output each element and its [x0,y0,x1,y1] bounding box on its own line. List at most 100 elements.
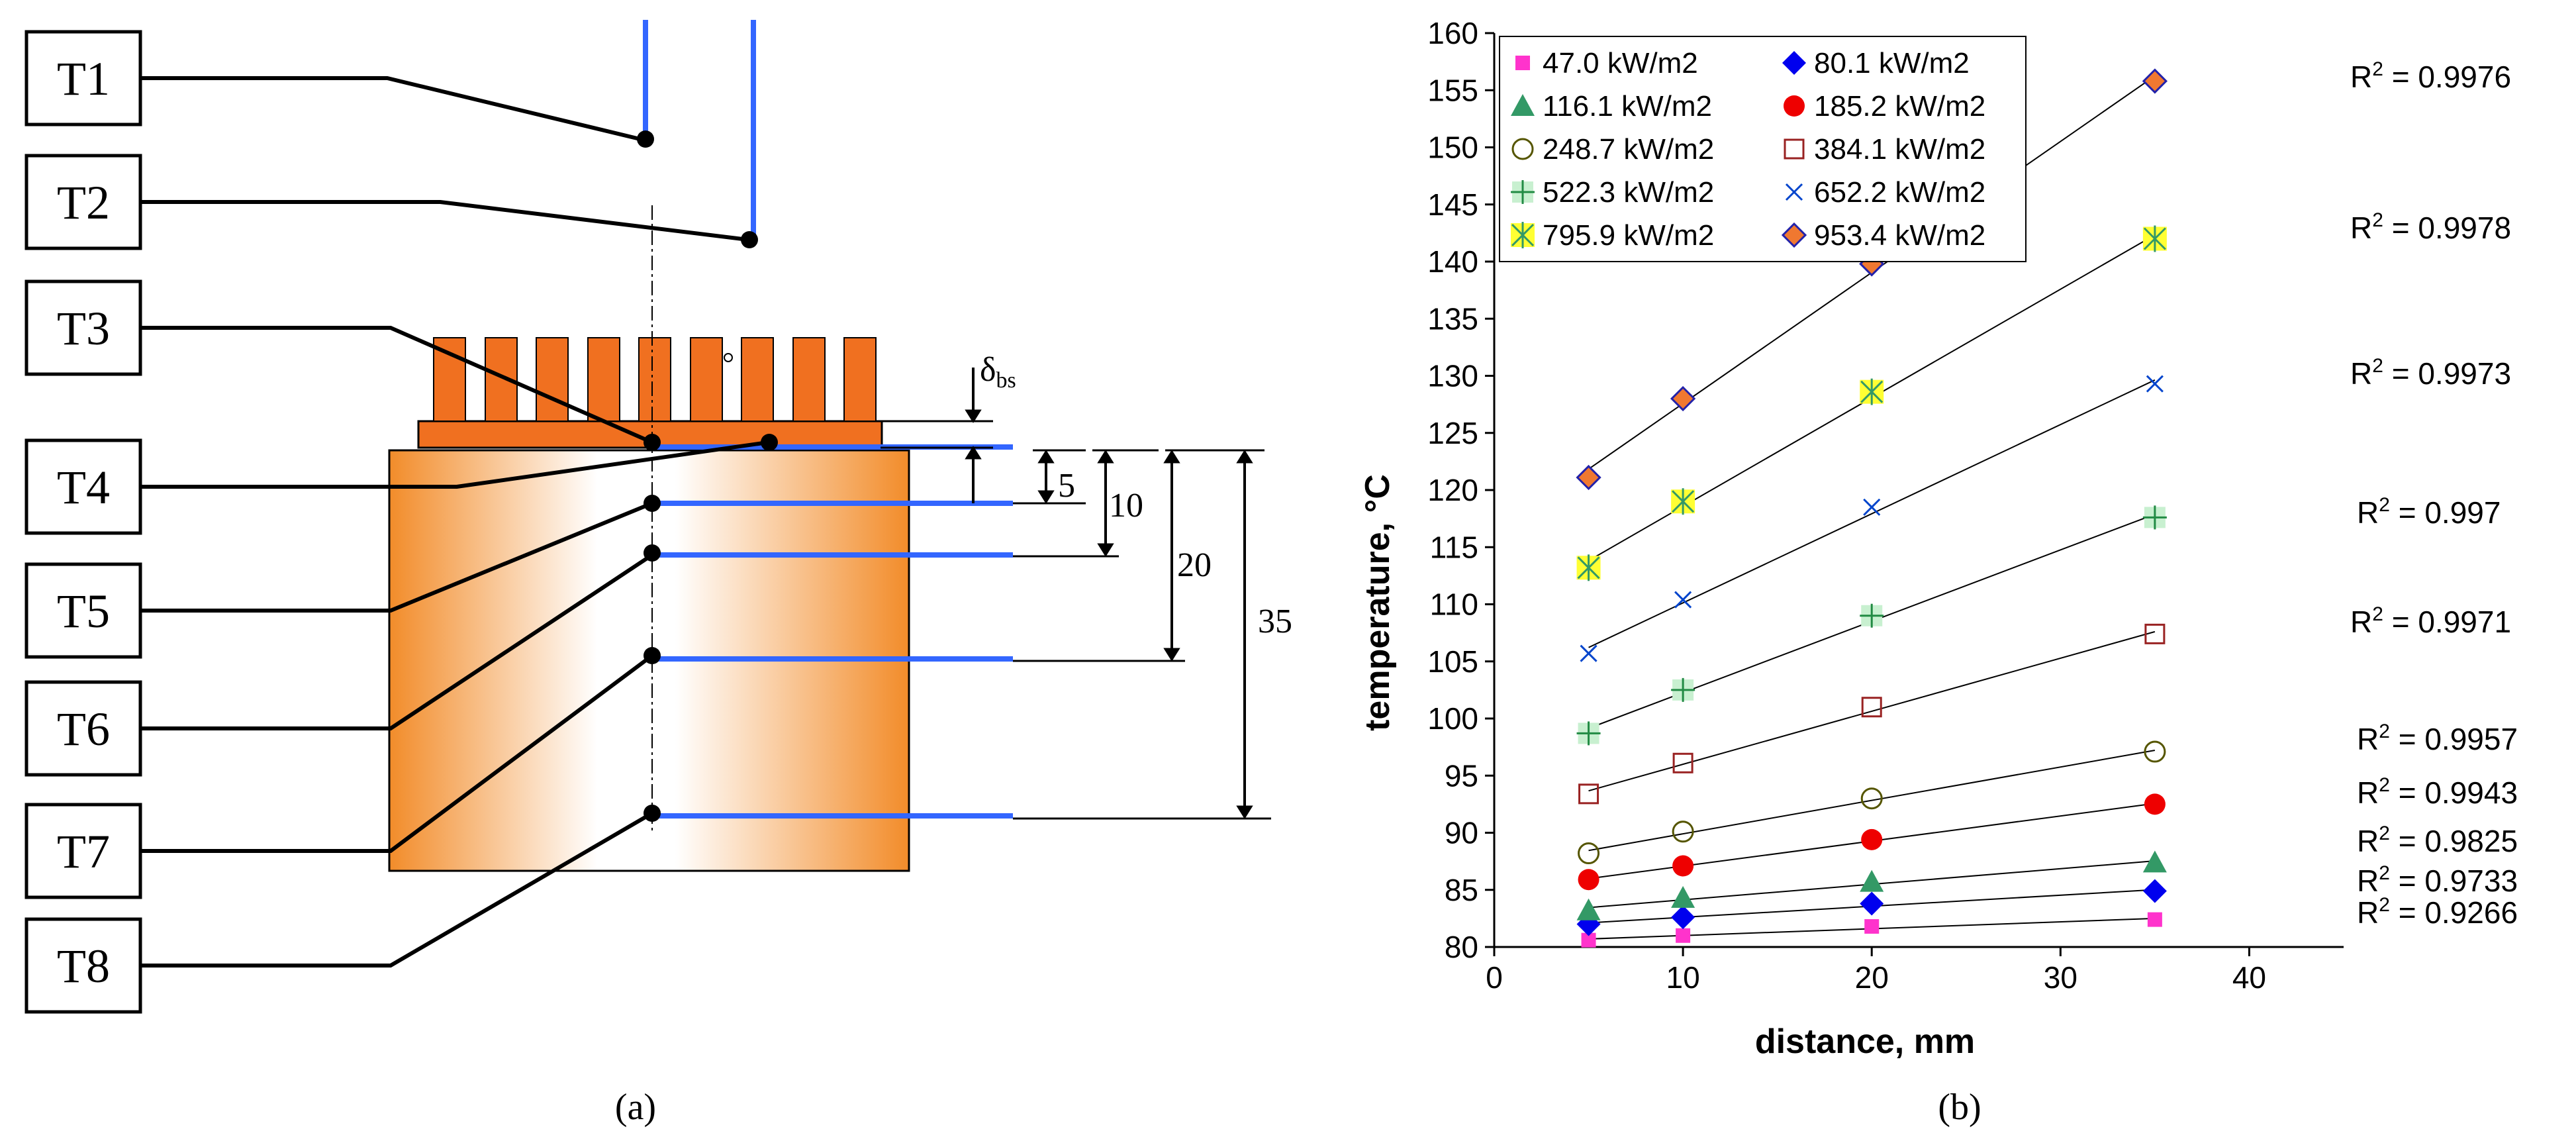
data-point [2142,879,2167,903]
data-point [1676,928,1691,943]
legend-marker [1784,95,1805,117]
sensor-box-t4 [24,438,142,535]
trendline [1588,630,2156,792]
trendline [1588,750,2156,852]
data-point [1581,932,1596,948]
temperature-distance-chart: 8085909510010511011512012513013514014515… [1359,16,2518,1128]
r2-label: R2 = 0.9957 [2357,721,2518,756]
legend-entry: 116.1 kW/m2 [1543,90,1712,123]
data-point [2142,68,2168,94]
y-tick-label: 80 [1445,930,1478,964]
legend-entry: 795.9 kW/m2 [1543,219,1714,252]
y-tick-label: 110 [1430,587,1478,622]
data-point [1576,464,1601,491]
depth-label-20: 20 [1177,546,1212,584]
data-point [1860,891,1884,916]
y-tick-label: 120 [1427,473,1478,507]
r2-label: R2 = 0.9943 [2357,774,2518,810]
legend-entry: 953.4 kW/m2 [1814,219,1985,252]
r2-label: R2 = 0.9973 [2350,355,2511,391]
sensor-box-t5 [24,562,142,659]
legend-marker [1784,138,1805,160]
legend-marker [1515,56,1530,70]
sensor-box-t2 [24,154,142,250]
x-axis-label: distance, mm [1755,1022,1975,1061]
legend-marker [1511,180,1535,204]
y-tick-label: 145 [1427,187,1478,222]
depth-label-35: 35 [1258,603,1292,640]
depth-label-10: 10 [1109,487,1143,524]
data-point [2144,740,2166,763]
legend-entry: 185.2 kW/m2 [1814,90,1985,123]
r2-label: R2 = 0.9976 [2350,58,2511,94]
sensor-label-t7: T7 [57,825,110,878]
sensor-label-t4: T4 [57,461,110,514]
data-point [1672,820,1694,843]
dimension-lines [881,368,1271,820]
legend-entry: 80.1 kW/m2 [1814,47,1970,79]
legend-entry: 248.7 kW/m2 [1543,133,1714,166]
legend-entry: 652.2 kW/m2 [1814,176,1985,209]
y-tick-label: 85 [1445,873,1478,907]
trendline [1588,379,2156,648]
data-point [2142,225,2167,252]
sensor-label-t6: T6 [57,703,110,756]
sensor-label-t8: T8 [57,940,110,993]
data-point [2147,912,2162,927]
legend-marker [1782,51,1806,75]
y-tick-label: 155 [1427,73,1478,107]
y-tick-label: 115 [1430,530,1478,564]
y-tick-label: 125 [1427,416,1478,450]
legend-entry: 522.3 kW/m2 [1543,176,1714,209]
data-point [1671,885,1695,908]
legend-marker [1511,94,1535,116]
x-tick-label: 10 [1666,960,1700,995]
sensor-label-t1: T1 [57,52,110,105]
legend-entry: 384.1 kW/m2 [1814,133,1985,166]
legend-entry: 47.0 kW/m2 [1543,47,1698,79]
data-point [1576,721,1601,746]
y-tick-label: 140 [1427,244,1478,279]
data-point [2142,505,2167,530]
data-point [1576,554,1601,581]
y-tick-label: 160 [1427,16,1478,50]
sensor-box-t3 [24,279,142,376]
depth-label-5: 5 [1058,467,1075,505]
data-point [2144,623,2166,644]
legend-marker [1785,183,1803,201]
data-point [2146,375,2164,393]
data-point [1861,697,1882,718]
sensor-box-t7 [24,803,142,899]
leader-lines [140,76,769,968]
data-point [1860,378,1884,405]
data-point [1671,488,1695,515]
sensor-label-t3: T3 [57,302,110,355]
data-point [1578,869,1599,891]
x-tick-label: 30 [2044,960,2077,995]
data-point [1671,677,1695,702]
legend-marker [1511,138,1534,160]
data-point [1860,870,1884,892]
y-tick-label: 150 [1427,130,1478,165]
y-tick-label: 100 [1427,701,1478,736]
delta-bs-label: δbs [980,351,1016,393]
sensor-dots [637,130,778,822]
r2-label: R2 = 0.997 [2357,494,2501,530]
upper-thermocouple-wires [643,20,756,240]
legend-marker [1781,222,1807,248]
legend-box [1499,36,2027,262]
data-point [1671,905,1695,930]
data-point [1578,783,1599,805]
r2-label: R2 = 0.9971 [2350,603,2511,639]
y-axis-label: temperature, °C [1359,474,1397,731]
data-point [2142,850,2167,873]
data-point [1672,752,1693,773]
x-tick-label: 20 [1855,960,1889,995]
y-tick-label: 95 [1445,758,1478,793]
y-tick-label: 90 [1445,816,1478,850]
data-point [1861,828,1883,850]
legend-marker [1511,222,1535,248]
sensor-label-t2: T2 [57,176,110,229]
